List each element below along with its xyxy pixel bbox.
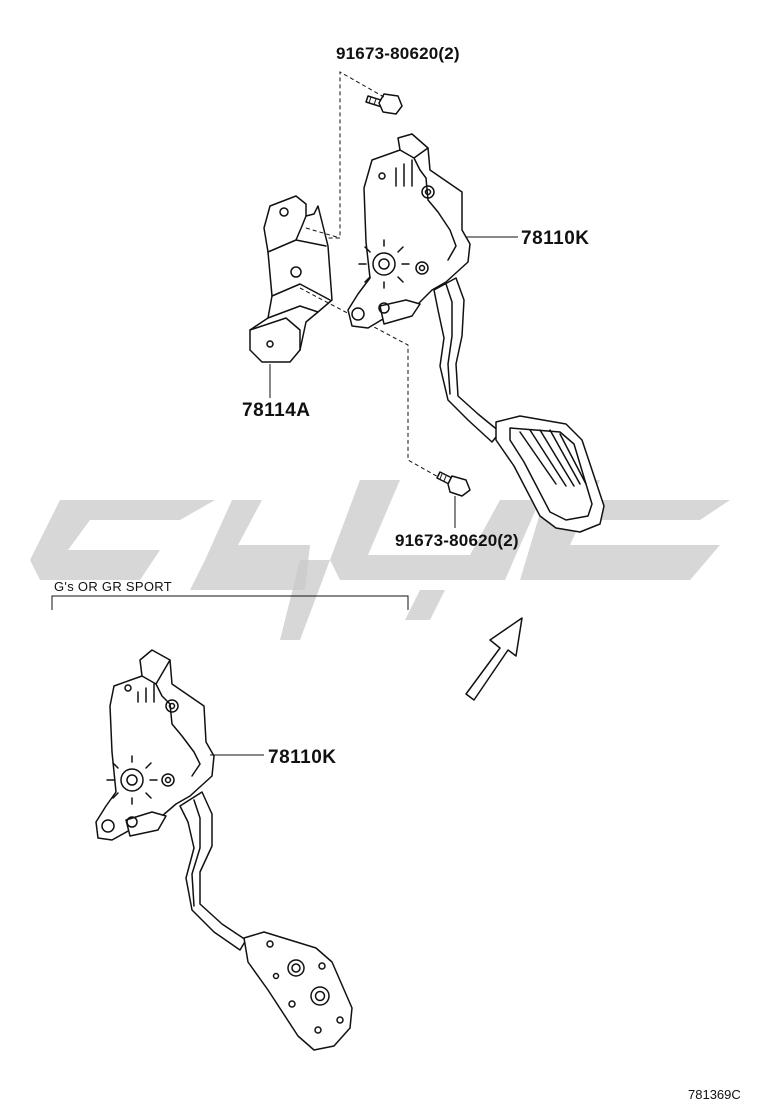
pedal-assembly-bottom xyxy=(95,649,353,1051)
label-bracket: 78114A xyxy=(242,400,311,421)
label-pedal-top: 78110K xyxy=(521,228,590,249)
direction-arrow xyxy=(465,617,523,701)
label-bolt-top: 91673-80620(2) xyxy=(336,44,460,63)
bolt-bottom xyxy=(436,471,471,497)
variant-note: G's OR GR SPORT xyxy=(54,579,172,594)
figure-code: 781369C xyxy=(688,1087,741,1102)
pedal-assembly-top xyxy=(347,133,605,533)
label-bolt-bottom: 91673-80620(2) xyxy=(395,531,519,550)
bracket-78114a xyxy=(249,195,441,479)
label-pedal-bottom: 78110K xyxy=(268,747,337,768)
variant-bracket xyxy=(51,595,409,610)
leader-bolt-top xyxy=(318,71,385,239)
bolt-top xyxy=(365,93,403,115)
watermark-logo xyxy=(30,480,730,640)
